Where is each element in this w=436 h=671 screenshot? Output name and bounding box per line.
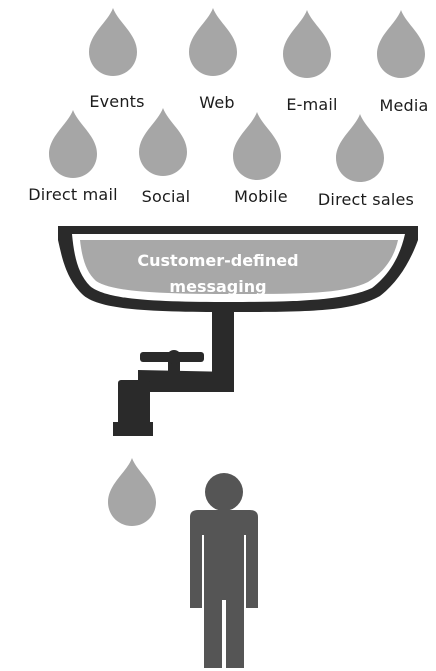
drop-icon-direct-sales [336, 114, 384, 182]
drop-icon-mobile [233, 112, 281, 180]
channel-label-mobile: Mobile [234, 187, 288, 206]
drop-icon-web [189, 8, 237, 76]
basin-label-line2: messaging [169, 277, 267, 296]
drop-icon-media [377, 10, 425, 78]
channel-label-direct-mail: Direct mail [28, 185, 118, 204]
person-icon [190, 473, 258, 668]
channel-label-media: Media [379, 96, 429, 115]
channel-label-email: E-mail [286, 95, 338, 114]
basin-label-line1: Customer-defined [137, 251, 299, 270]
drop-icon-events [89, 8, 137, 76]
channel-label-events: Events [89, 92, 145, 111]
basin-label: Customer-defined messaging [118, 248, 318, 300]
drop-icon-direct-mail [49, 110, 97, 178]
faucet-icon [113, 305, 234, 436]
channel-label-social: Social [141, 187, 191, 206]
drop-icon-social [139, 108, 187, 176]
channel-label-direct-sales: Direct sales [317, 190, 415, 209]
basin-icon [58, 226, 418, 312]
drop-icon-email [283, 10, 331, 78]
falling-drop-icon [108, 458, 156, 526]
channel-label-web: Web [199, 93, 235, 112]
